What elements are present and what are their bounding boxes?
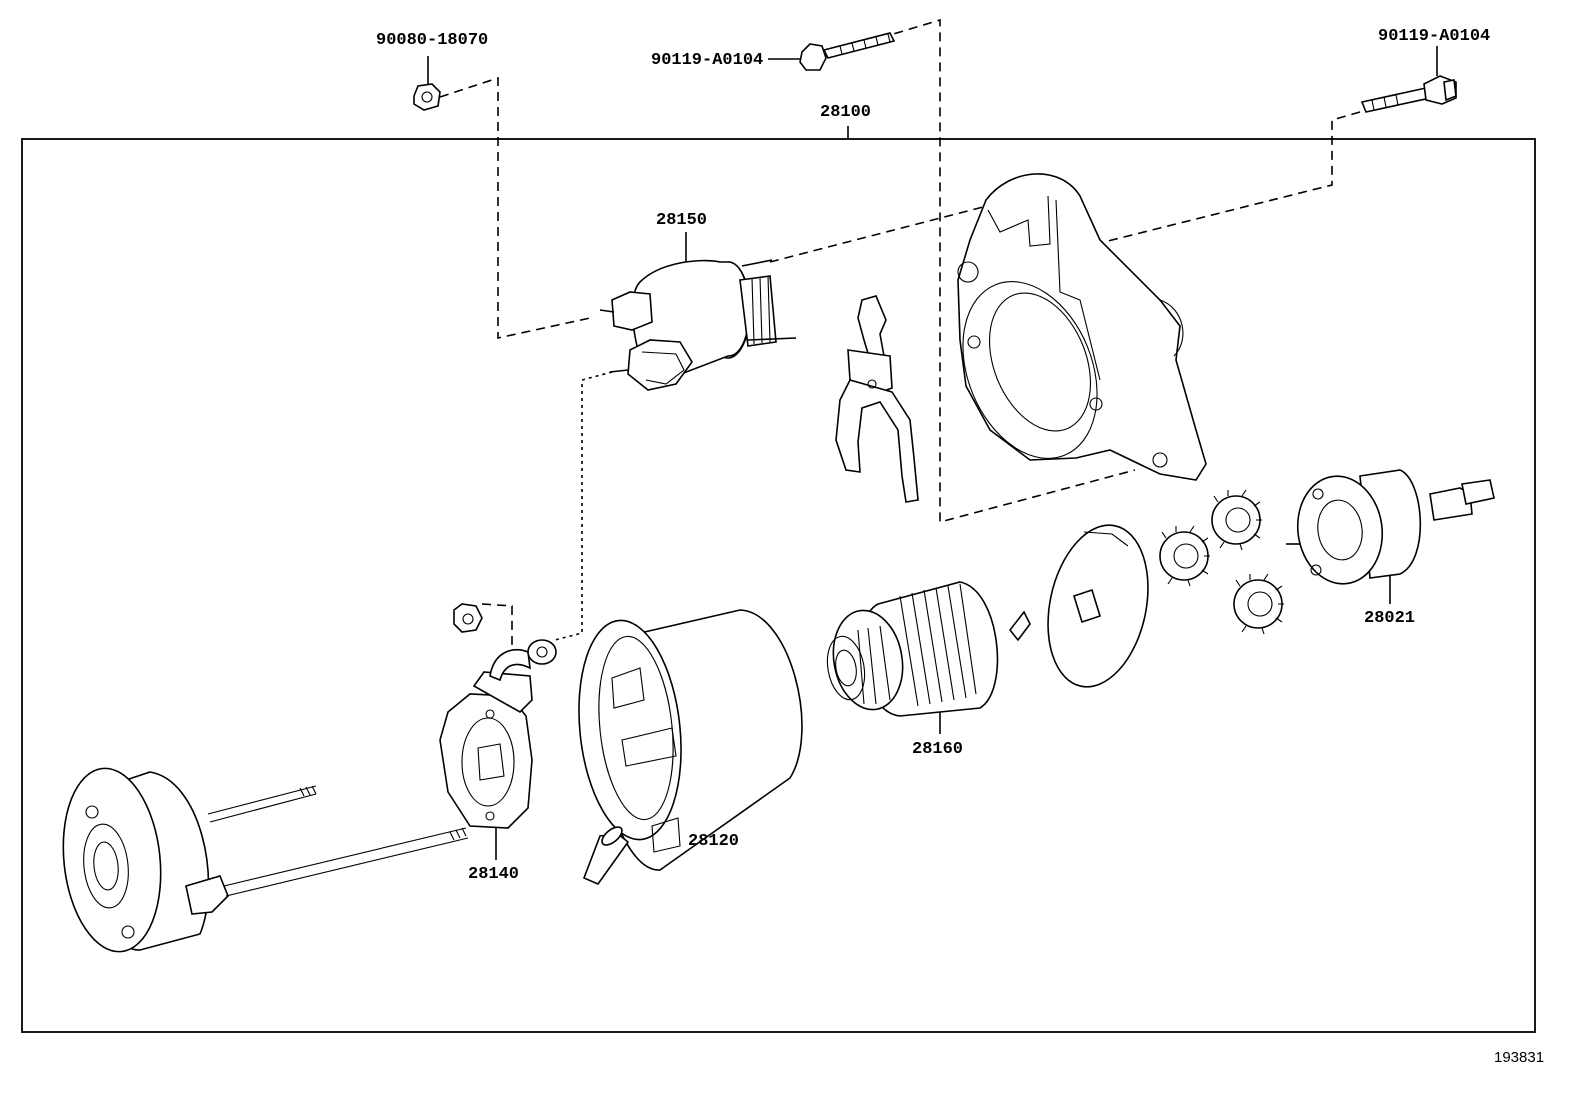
yoke-28120 (578, 609, 803, 871)
brush-holder-28140 (439, 649, 533, 860)
label-28120: 28120 (688, 832, 740, 851)
label-90119-A0104-right: 90119-A0104 (1378, 27, 1491, 46)
bolt-90119-A0104-right (1360, 46, 1457, 113)
drive-housing (957, 173, 1207, 481)
planetary-gears (1159, 489, 1284, 635)
label-90080-18070: 90080-18070 (376, 31, 489, 50)
shift-lever (835, 295, 919, 503)
solenoid-switch-28150 (599, 232, 797, 391)
armature-28160 (826, 581, 1031, 734)
label-28140: 28140 (468, 865, 520, 884)
planetary-plate (1047, 524, 1149, 688)
brush-nut (453, 603, 483, 633)
washer (527, 639, 557, 665)
assembly-frame (21, 138, 1536, 1033)
label-28021: 28021 (1364, 609, 1416, 628)
nut-90080-18070 (413, 56, 441, 111)
label-28150: 28150 (656, 211, 708, 230)
bolt-90119-A0104-center (768, 32, 896, 71)
drive-clutch-28021 (1286, 469, 1495, 604)
label-28100: 28100 (820, 103, 872, 122)
label-28160: 28160 (912, 740, 964, 759)
label-90119-A0104-center: 90119-A0104 (651, 51, 764, 70)
sleeve (582, 826, 630, 885)
figure-id: 193831 (1494, 1049, 1545, 1066)
dashed-leaders (439, 18, 1361, 651)
end-frame (62, 767, 469, 953)
